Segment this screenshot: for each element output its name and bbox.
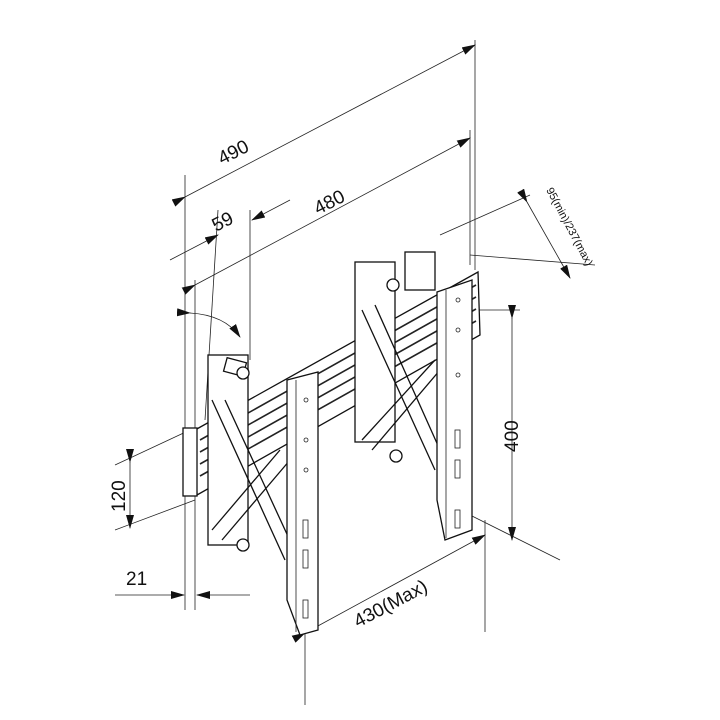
dim-480: 480 xyxy=(311,186,349,219)
dim-430-max: 430(Max) xyxy=(350,576,431,632)
rail-end-cap xyxy=(182,427,198,497)
dim-21: 21 xyxy=(126,569,147,590)
dim-400: 400 xyxy=(502,420,523,452)
top-tab xyxy=(404,251,436,291)
dim-depth: 95(min)/237(max) xyxy=(543,186,594,268)
right-vertical-plate xyxy=(436,279,473,541)
dim-59: 59 xyxy=(209,208,237,236)
horizontal-rails xyxy=(182,251,481,497)
dimension-lines xyxy=(115,44,571,643)
dim-120: 120 xyxy=(109,480,130,512)
left-pop-out-bracket xyxy=(207,354,293,561)
left-vertical-plate xyxy=(286,371,319,636)
right-pop-out-bracket xyxy=(354,261,441,471)
